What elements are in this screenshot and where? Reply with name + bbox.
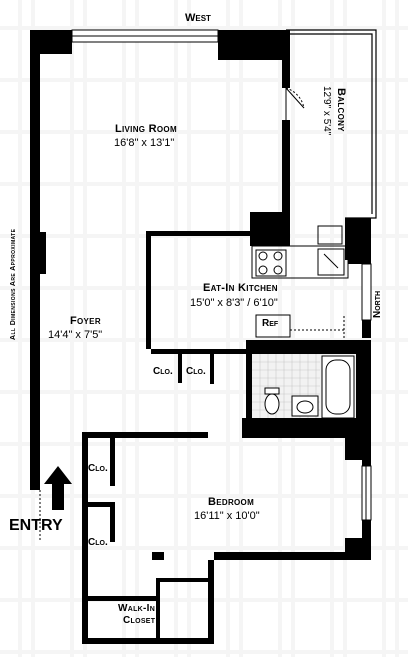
walls: [30, 30, 371, 644]
dimensions-disclaimer: All Dimensions Are Approximate: [10, 228, 17, 340]
kitchen-label: Eat-In Kitchen: [203, 282, 278, 294]
living-room-label: Living Room: [115, 123, 177, 135]
entry-label: ENTRY: [9, 517, 63, 534]
foyer-label: Foyer: [70, 315, 101, 327]
closet-label-3: Clo.: [88, 463, 108, 474]
kitchen-dimensions: 15'0" x 8'3" / 6'10": [190, 297, 278, 309]
walk-in-closet-label-line2: Closet: [123, 615, 156, 626]
closet-label-1: Clo.: [153, 366, 173, 377]
balcony-dimensions: 12'9" x 5'4": [321, 86, 332, 136]
closet-label-4: Clo.: [88, 537, 108, 548]
kitchen-fixtures: [251, 225, 349, 338]
bedroom-label: Bedroom: [208, 496, 255, 508]
compass-north: North: [372, 290, 383, 318]
living-room-dimensions: 16'8" x 13'1": [114, 137, 175, 149]
entry-arrow: [44, 466, 72, 510]
windows: [71, 29, 372, 521]
foyer-dimensions: 14'4" x 7'5": [48, 329, 103, 341]
bathroom: [252, 354, 356, 419]
closet-label-2: Clo.: [186, 366, 206, 377]
balcony-label: Balcony: [335, 88, 347, 132]
balcony-door: [285, 87, 305, 120]
bedroom-dimensions: 16'11" x 10'0": [194, 510, 260, 522]
refrigerator-label: Ref: [262, 318, 279, 329]
compass-west: West: [185, 12, 211, 24]
balcony-outline: [286, 29, 377, 219]
walk-in-closet-label-line1: Walk-In: [118, 603, 156, 614]
